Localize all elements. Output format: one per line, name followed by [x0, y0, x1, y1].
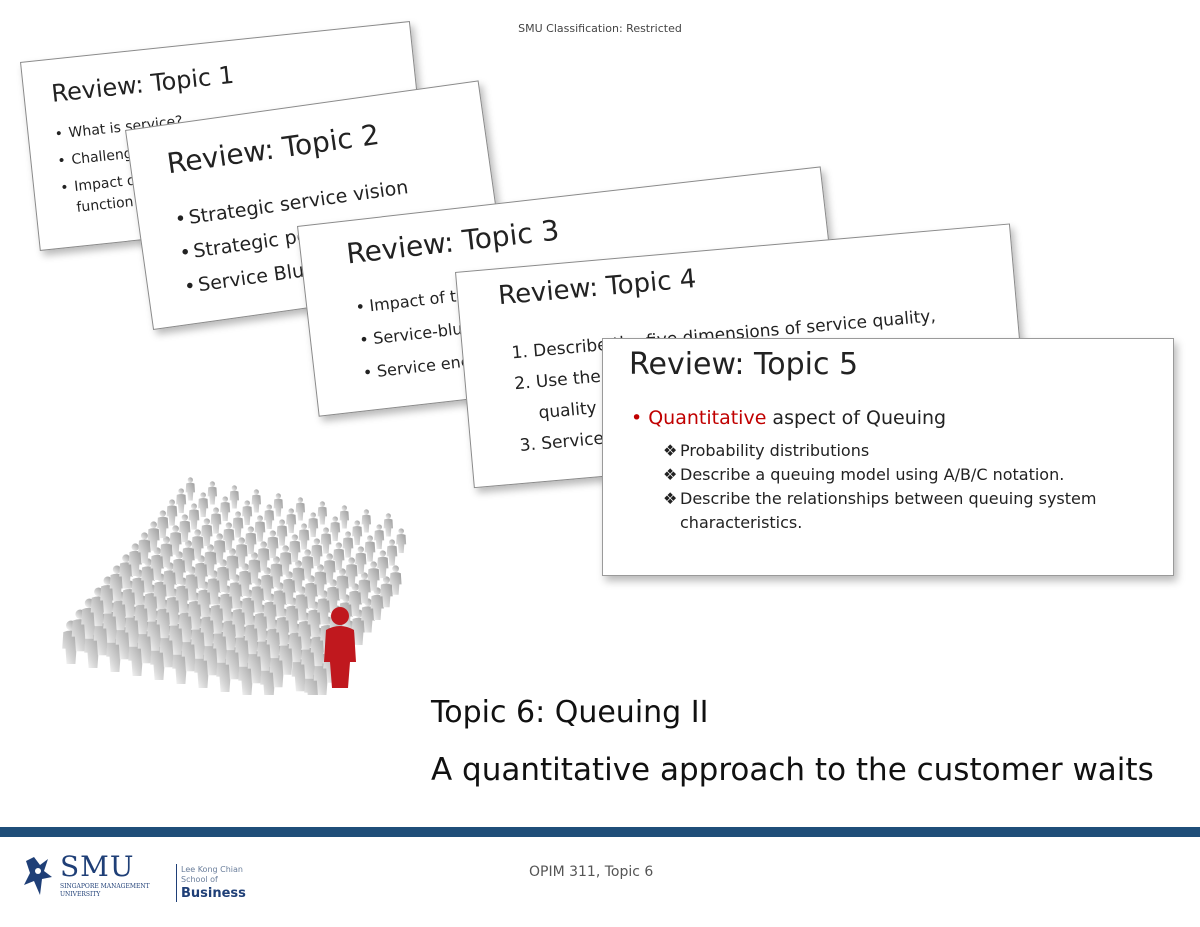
- smu-logo: SMU SINGAPORE MANAGEMENT UNIVERSITY Lee …: [20, 850, 260, 904]
- review-topic-5-card: Review: Topic 5 •Quantitative aspect of …: [602, 338, 1174, 576]
- person-figure-icon: [396, 528, 407, 554]
- person-figure-icon: [264, 504, 275, 530]
- person-figure-icon: [232, 511, 244, 538]
- person-figure-icon: [251, 489, 262, 513]
- diamond-bullet-icon: ❖: [663, 489, 678, 508]
- person-figure-icon: [352, 520, 363, 546]
- person-figure-icon: [273, 493, 284, 517]
- person-figure-icon: [220, 496, 231, 522]
- person-figure-icon: [361, 509, 372, 533]
- bullet-text: aspect of Queuing: [766, 407, 947, 429]
- person-figure-icon: [330, 516, 341, 542]
- logo-university: SINGAPORE MANAGEMENT UNIVERSITY: [60, 883, 150, 898]
- card-title: Review: Topic 1: [50, 60, 236, 108]
- card-title: Review: Topic 3: [344, 213, 561, 271]
- person-figure-icon: [254, 515, 266, 542]
- sub-bullets: ❖Probability distributions ❖Describe a q…: [663, 439, 1153, 535]
- bullet-dot-icon: •: [631, 407, 643, 429]
- list-item-continuation: quality: [537, 398, 598, 424]
- person-figure-icon: [185, 477, 196, 501]
- crowd-illustration: [62, 477, 407, 695]
- main-bullet: •Quantitative aspect of Queuing: [631, 407, 946, 429]
- person-figure-icon: [207, 481, 218, 505]
- diamond-bullet-icon: ❖: [663, 465, 678, 484]
- person-figure-icon: [374, 524, 385, 550]
- course-label: OPIM 311, Topic 6: [529, 864, 654, 880]
- topic-title: Topic 6: Queuing II: [431, 695, 709, 730]
- topic-subtitle: A quantitative approach to the customer …: [431, 752, 1154, 788]
- person-figure-icon: [210, 507, 222, 534]
- sub-list-item: ❖Describe a queuing model using A/B/C no…: [663, 463, 1153, 487]
- person-figure-icon: [295, 497, 306, 521]
- person-figure-icon: [286, 508, 297, 534]
- diamond-bullet-icon: ❖: [663, 441, 678, 460]
- person-figure-icon: [317, 501, 328, 525]
- person-figure-icon: [383, 513, 394, 537]
- person-figure-icon: [320, 527, 332, 554]
- classification-label: SMU Classification: Restricted: [518, 22, 682, 35]
- logo-name: SMU: [60, 850, 135, 883]
- sub-list-item: ❖Probability distributions: [663, 439, 1153, 463]
- person-figure-icon: [386, 539, 398, 566]
- footer-bar: [0, 827, 1200, 837]
- lion-emblem-icon: [24, 857, 52, 895]
- school-name: Lee Kong Chian School of: [181, 865, 243, 884]
- school-business: Business: [181, 886, 246, 901]
- person-figure-icon: [298, 523, 310, 550]
- card-title: Review: Topic 5: [629, 347, 859, 382]
- logo-divider: [176, 864, 177, 902]
- card-title: Review: Topic 4: [496, 264, 698, 312]
- highlighted-word: Quantitative: [648, 407, 767, 429]
- sub-list-item: ❖Describe the relationships between queu…: [663, 489, 1097, 532]
- person-figure-icon: [364, 535, 376, 562]
- person-figure-icon: [176, 488, 187, 514]
- person-figure-icon: [198, 492, 209, 518]
- person-figure-icon: [276, 519, 288, 546]
- person-figure-icon: [229, 485, 240, 509]
- person-figure-icon: [166, 499, 178, 526]
- person-figure-icon: [308, 512, 319, 538]
- card-title: Review: Topic 2: [164, 117, 382, 181]
- red-figure-icon: [324, 607, 356, 688]
- person-figure-icon: [242, 500, 253, 526]
- person-figure-icon: [339, 505, 350, 529]
- person-figure-icon: [342, 531, 354, 558]
- person-figure-icon: [188, 503, 200, 530]
